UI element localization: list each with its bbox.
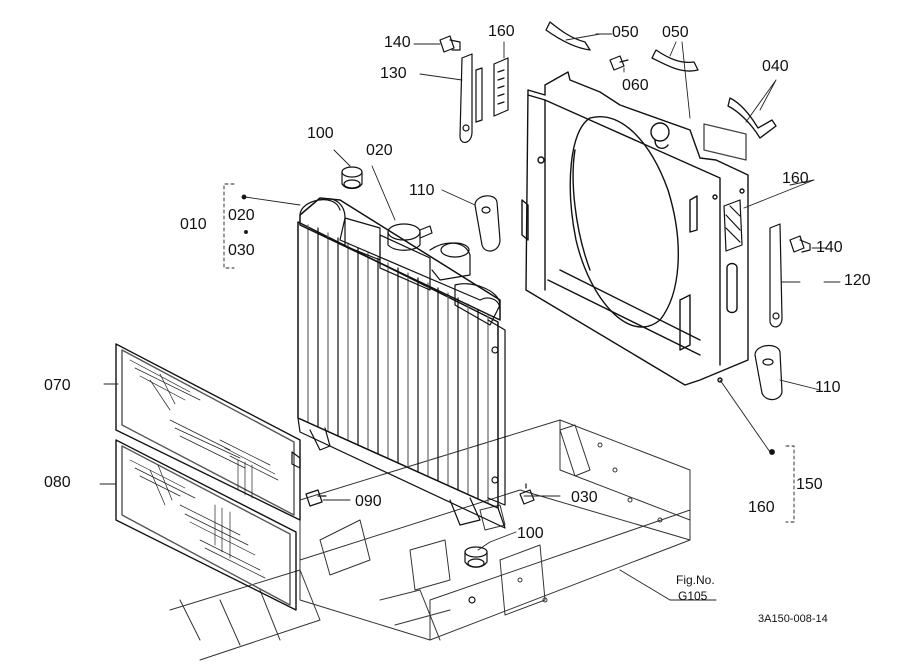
drawing-code: 3A150-008-14 xyxy=(758,613,828,625)
label-120: 120 xyxy=(844,272,871,289)
group-bracket-010 xyxy=(223,183,248,269)
label-050-b: 050 xyxy=(662,24,689,41)
chassis-frame xyxy=(169,419,691,661)
fan-shroud xyxy=(521,71,749,386)
label-020-group: 020 xyxy=(228,207,255,224)
label-090: 090 xyxy=(355,493,382,510)
label-110-right: 110 xyxy=(815,379,841,396)
hose-050-a xyxy=(545,21,591,51)
label-160-top: 160 xyxy=(488,23,515,40)
bracket-130 xyxy=(459,53,483,143)
bolt-140-right xyxy=(789,235,811,253)
label-040: 040 xyxy=(762,58,789,75)
label-070: 070 xyxy=(44,377,71,394)
latch-left xyxy=(474,195,501,252)
label-030-group: 030 xyxy=(228,242,255,259)
label-100-top: 100 xyxy=(307,125,334,142)
bolt-140-top xyxy=(439,35,461,53)
screen-panel-upper xyxy=(115,343,301,521)
label-030-bottom: 030 xyxy=(571,489,598,506)
seal-160-top xyxy=(493,57,509,117)
figure-reference-number: G105 xyxy=(678,589,708,603)
group-bracket-150 xyxy=(769,445,795,523)
bolt-060 xyxy=(609,55,629,71)
radiator-upper-tank xyxy=(299,197,501,326)
mount-rubber-top xyxy=(341,166,363,190)
figure-reference-label: Fig.No. xyxy=(676,573,715,587)
label-160-group: 160 xyxy=(748,499,775,516)
bolt-090 xyxy=(305,489,327,507)
label-080: 080 xyxy=(44,474,71,491)
panel-pin xyxy=(291,451,301,469)
label-050-a: 050 xyxy=(612,24,639,41)
hose-040 xyxy=(703,97,777,161)
label-100-bottom: 100 xyxy=(517,525,544,542)
hose-050-b xyxy=(651,49,699,72)
label-130: 130 xyxy=(380,65,407,82)
label-140-right: 140 xyxy=(816,239,843,256)
bracket-120 xyxy=(769,223,783,328)
screen-panel-lower xyxy=(115,439,297,611)
leader-lines xyxy=(99,33,841,601)
label-010: 010 xyxy=(180,216,207,233)
seal-160-right xyxy=(723,199,743,252)
latch-right xyxy=(754,345,783,401)
label-160-right: 160 xyxy=(782,170,809,187)
label-140-top: 140 xyxy=(384,34,411,51)
drain-plug xyxy=(519,483,535,505)
label-060: 060 xyxy=(622,77,649,94)
label-020-top: 020 xyxy=(366,142,393,159)
radiator-core xyxy=(297,221,506,529)
label-150: 150 xyxy=(796,476,823,493)
label-110-left: 110 xyxy=(409,182,435,199)
mount-rubber-bottom xyxy=(464,546,488,604)
